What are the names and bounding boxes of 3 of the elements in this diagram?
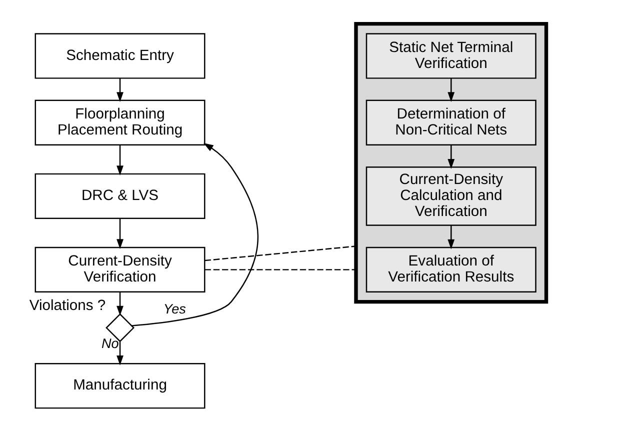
edge-label: Yes [163,301,186,316]
node-label: Violations ? [29,297,106,314]
edge-label: No [101,335,119,350]
